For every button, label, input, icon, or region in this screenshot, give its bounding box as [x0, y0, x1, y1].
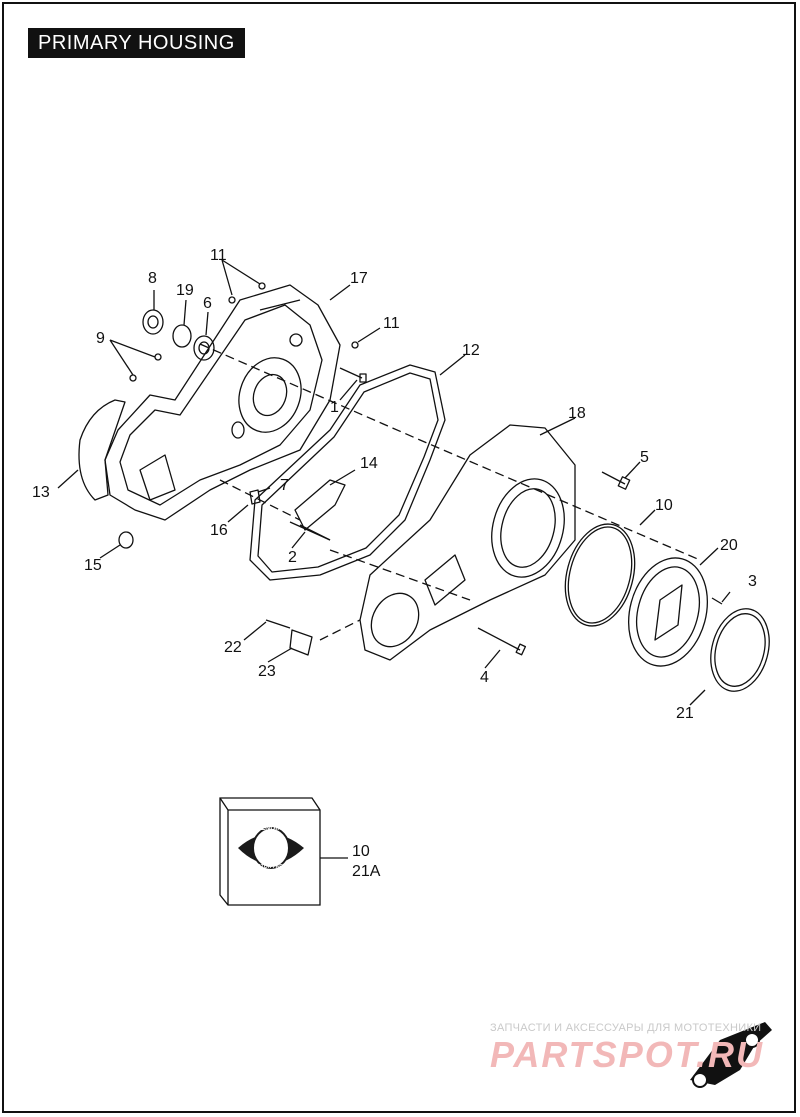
callout-19: 19 — [176, 282, 194, 299]
kit-box: GENUINE MOTOR PARTS — [219, 797, 321, 906]
callout-3: 3 — [748, 573, 757, 590]
plug-16 — [249, 489, 261, 505]
watermark-tagline: ЗАПЧАСТИ И АКСЕССУАРЫ ДЛЯ МОТОТЕХНИКИ — [490, 1022, 762, 1034]
bolt-5 — [601, 471, 626, 485]
callout-10: 10 — [655, 497, 673, 514]
dowel-15 — [118, 531, 134, 549]
callout-7: 7 — [280, 477, 289, 494]
callout-22: 22 — [224, 639, 242, 656]
callout-21: 21 — [676, 705, 694, 722]
page-title: PRIMARY HOUSING — [28, 28, 245, 58]
seal-bearing-group — [142, 309, 215, 361]
callout-8: 8 — [148, 270, 157, 287]
bolt-2 — [299, 524, 331, 541]
callout-15: 15 — [84, 557, 102, 574]
bolt-1 — [339, 367, 363, 379]
gasket-13 — [78, 399, 126, 501]
inner-primary-housing — [104, 284, 341, 521]
derby-cover-20 — [627, 557, 709, 667]
callout-11-right: 11 — [383, 315, 400, 332]
primary-gasket-12 — [249, 364, 446, 581]
callout-16: 16 — [210, 522, 228, 539]
chain-tensioner-14 — [294, 479, 346, 531]
callout-4: 4 — [480, 669, 489, 686]
genuine-motor-parts-badge: GENUINE MOTOR PARTS — [238, 825, 304, 870]
badge-bottom-text: MOTOR PARTS — [253, 864, 290, 870]
callout-13: 13 — [32, 484, 50, 501]
callout-6: 6 — [203, 295, 212, 312]
callout-labels: 8 19 6 9 11 17 11 12 1 18 5 10 20 3 13 1… — [32, 247, 757, 880]
watermark-brand: PARTSPOT.RU — [490, 1034, 765, 1075]
screw-22 — [265, 619, 291, 629]
motorcycle-logo-icon — [690, 1022, 772, 1088]
callout-23: 23 — [258, 663, 276, 680]
screw-3 — [711, 597, 723, 605]
kit-callout-21a: 21A — [352, 863, 381, 880]
callout-18: 18 — [568, 405, 586, 422]
callout-20: 20 — [720, 537, 738, 554]
callout-11-top: 11 — [210, 247, 227, 264]
callout-9: 9 — [96, 330, 105, 347]
bolt-4 — [477, 627, 521, 651]
gasket-21 — [710, 608, 770, 692]
kit-callout-10: 10 — [352, 843, 370, 860]
o-ring-10 — [564, 523, 636, 627]
callout-14: 14 — [360, 455, 378, 472]
outer-primary-cover — [359, 424, 576, 661]
callout-5: 5 — [640, 449, 649, 466]
badge-top-text: GENUINE — [255, 825, 287, 832]
callout-1: 1 — [330, 399, 339, 416]
callout-2: 2 — [288, 549, 297, 566]
spacer-23 — [289, 629, 313, 656]
callout-17: 17 — [350, 270, 368, 287]
callout-12: 12 — [462, 342, 480, 359]
